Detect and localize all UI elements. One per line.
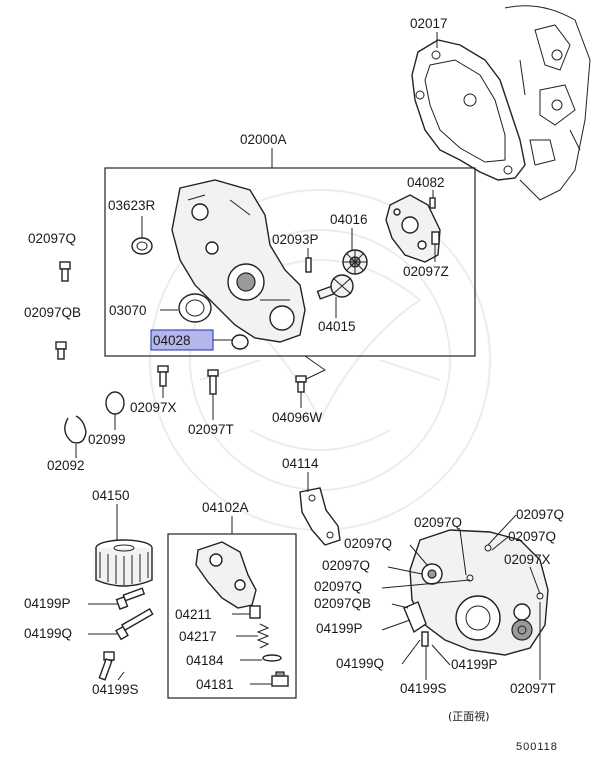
label-02017: 02017 (410, 16, 448, 31)
bolt-02097X-left (157, 365, 169, 387)
leader-02097Q-r1 (459, 529, 467, 576)
gear-04016 (342, 249, 368, 275)
assembly-box-04102A (167, 533, 297, 699)
label-04096W: 04096W (272, 410, 323, 425)
gasket-02017 (411, 39, 526, 181)
assembly-box-02000A (104, 167, 476, 357)
label-02097Q-r1: 02097Q (414, 515, 462, 530)
label-04199Q-left: 04199Q (24, 626, 72, 641)
label-04184: 04184 (186, 653, 224, 668)
bolt-04096W (295, 375, 307, 393)
leader-02097Q-r6 (381, 579, 471, 589)
seal-04028 (231, 334, 249, 350)
label-03070: 03070 (109, 303, 147, 318)
seal-03070 (178, 293, 212, 323)
label-02097QB-left: 02097QB (24, 305, 81, 320)
leader-02097Q-r4 (409, 544, 429, 567)
label-04028[interactable]: 04028 (153, 333, 191, 348)
label-02093P: 02093P (272, 232, 319, 247)
label-04016: 04016 (330, 212, 368, 227)
label-02097Q-r4: 02097Q (344, 536, 392, 551)
bolt-02097Q-left (59, 261, 71, 282)
leader-04199P-r2 (431, 644, 451, 666)
label-03623R: 03623R (108, 198, 156, 213)
label-04199P-r2: 04199P (451, 657, 498, 672)
leader-02097X-right (529, 566, 541, 595)
label-02099: 02099 (88, 432, 126, 447)
bolt-04082 (429, 197, 436, 209)
oil-filter-04150 (95, 539, 153, 587)
bolt-02097Z (431, 231, 440, 245)
leader-02097Q-r2 (487, 514, 517, 546)
label-04199Q-right: 04199Q (336, 656, 384, 671)
pump-cover-drawing (385, 194, 441, 263)
label-02097Q-left: 02097Q (28, 231, 76, 246)
washer-04184 (262, 654, 282, 662)
engine-block-drawing (504, 5, 591, 201)
bolt-04199S-left (98, 651, 115, 681)
leader-02097QB-right (391, 603, 409, 609)
label-02097Q-r2: 02097Q (516, 507, 564, 522)
bolt-04199Q-left (115, 607, 154, 641)
label-04199S-left: 04199S (92, 682, 139, 697)
label-02097X-right: 02097X (504, 552, 551, 567)
label-04199S-right: 04199S (400, 681, 447, 696)
label-02097Q-r3: 02097Q (508, 529, 556, 544)
label-02097Q-r5: 02097Q (322, 558, 370, 573)
label-02097T-right: 02097T (510, 681, 556, 696)
snap-ring-02092 (64, 415, 87, 444)
relief-valve-housing (195, 541, 257, 609)
leader-04199P-r1 (381, 619, 411, 631)
leader-04199Q-right (401, 639, 421, 665)
bolt-04199P-left (115, 587, 146, 610)
bracket-04114 (299, 487, 341, 546)
label-04211: 04211 (175, 607, 212, 622)
label-04199P-r1: 04199P (316, 621, 363, 636)
label-04114: 04114 (282, 456, 319, 471)
view-note: (正面視) (448, 709, 490, 723)
label-04102A: 04102A (202, 500, 249, 515)
spring-04217 (256, 623, 270, 649)
plunger-04211 (249, 605, 261, 619)
label-02000A: 02000A (240, 132, 287, 147)
seal-03623R (131, 237, 153, 255)
leader-02097Q-r5 (387, 566, 423, 575)
label-02097T-left: 02097T (188, 422, 234, 437)
front-view-assembly (403, 529, 549, 656)
oring-02099 (105, 391, 125, 415)
label-04015: 04015 (318, 319, 356, 334)
shaft-gear-04015 (316, 274, 354, 300)
label-04150: 04150 (92, 488, 130, 503)
label-02097X-left: 02097X (130, 400, 177, 415)
pin-02093P (305, 257, 312, 273)
leader-02097Q-r3 (491, 536, 509, 551)
diagram-code: 500118 (516, 741, 558, 753)
leader-04199S-left (117, 671, 125, 681)
label-02097QB-right: 02097QB (314, 596, 371, 611)
label-04199P-left: 04199P (24, 596, 71, 611)
bolt-02097QB-left (55, 341, 67, 360)
label-02097Q-r6: 02097Q (314, 579, 362, 594)
front-case-drawing (171, 179, 306, 343)
bolt-02097T-left (207, 369, 219, 395)
label-04181: 04181 (196, 677, 234, 692)
leader-04096W-group (299, 355, 326, 383)
plug-04181 (271, 671, 289, 687)
label-04217: 04217 (179, 629, 217, 644)
label-02092: 02092 (47, 458, 85, 473)
label-02097Z: 02097Z (403, 264, 449, 279)
label-04082: 04082 (407, 175, 445, 190)
